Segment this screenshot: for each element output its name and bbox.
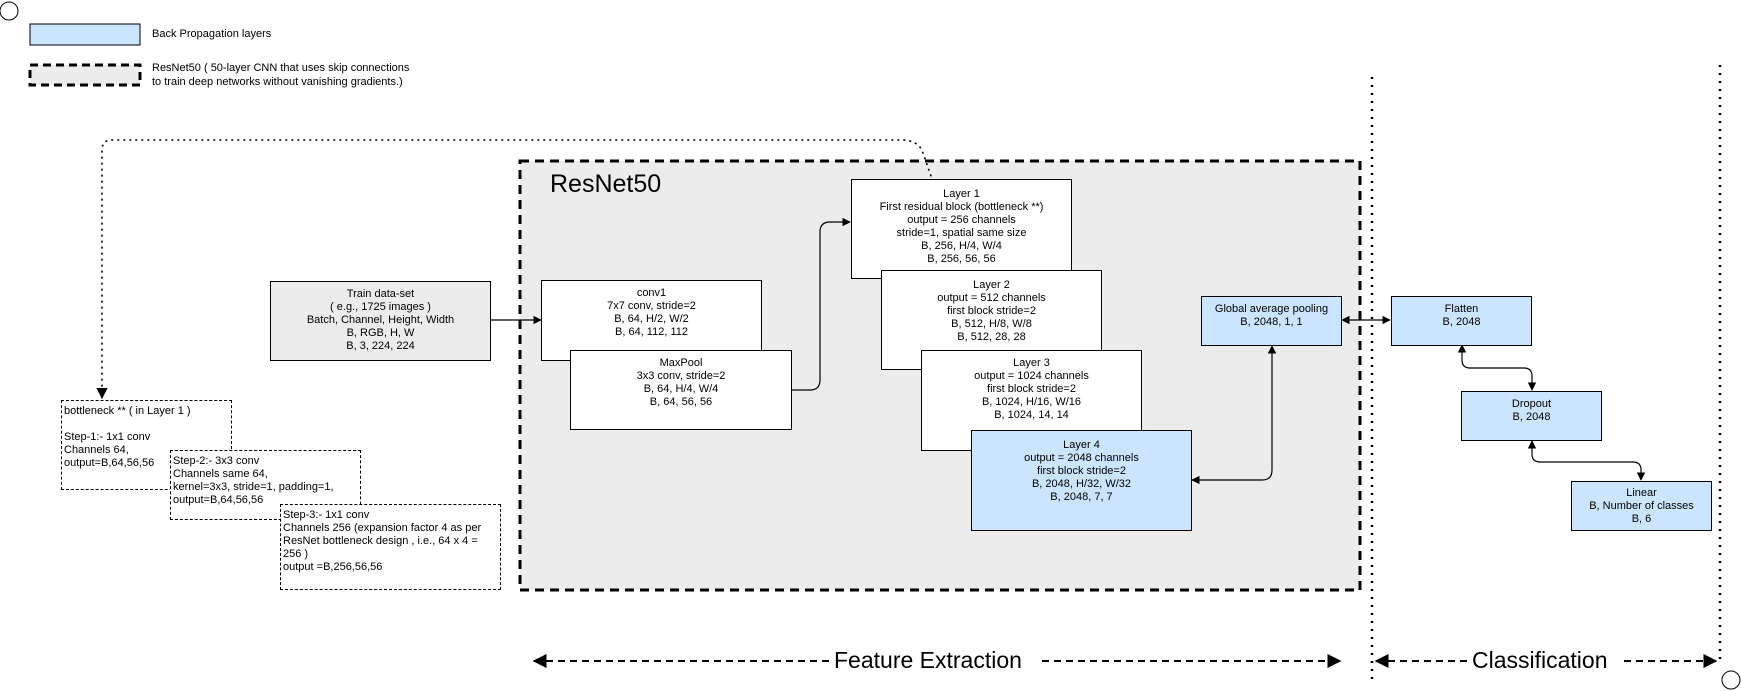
flatten-line-1: Flatten bbox=[1444, 303, 1479, 315]
layer3-line-1: Layer 3 bbox=[1013, 357, 1050, 369]
flatten-to-dropout-arrow bbox=[1457, 344, 1537, 391]
layer2-line-5: B, 512, 28, 28 bbox=[957, 331, 1026, 343]
layer2-line-3: first block stride=2 bbox=[947, 305, 1036, 317]
step3-line-1: Step-3:- 1x1 conv bbox=[283, 509, 370, 521]
layer4-line-1: Layer 4 bbox=[1063, 439, 1100, 451]
maxpool-line-1: MaxPool bbox=[659, 357, 703, 369]
maxpool-line-2: 3x3 conv, stride=2 bbox=[636, 370, 726, 382]
dropout-line-2: B, 2048 bbox=[1512, 411, 1551, 423]
gap-line-2: B, 2048, 1, 1 bbox=[1240, 316, 1303, 328]
layer1-line-1: Layer 1 bbox=[943, 188, 980, 200]
legend-blue-label: Back Propagation layers bbox=[152, 28, 272, 40]
layer2-line-1: Layer 2 bbox=[973, 279, 1010, 291]
bottleneck-line-2 bbox=[64, 418, 229, 431]
layer2-line-2: output = 512 channels bbox=[937, 292, 1046, 304]
step2-line-4: output=B,64,56,56 bbox=[173, 494, 264, 506]
step3-line-4: 256 ) bbox=[283, 548, 309, 560]
maxpool-line-4: B, 64, 56, 56 bbox=[649, 396, 713, 408]
layer4-node: Layer 4 output = 2048 channels first blo… bbox=[971, 430, 1192, 531]
gap-line-1: Global average pooling bbox=[1214, 303, 1329, 315]
step3-note: Step-3:- 1x1 conv Channels 256 (expansio… bbox=[280, 504, 501, 590]
layer3-line-3: first block stride=2 bbox=[987, 383, 1076, 395]
conv1-line-3: B, 64, H/2, W/2 bbox=[614, 313, 689, 325]
linear-line-2: B, Number of classes bbox=[1589, 500, 1694, 512]
step2-line-3: kernel=3x3, stride=1, padding=1, bbox=[173, 481, 334, 493]
flatten-line-2: B, 2048 bbox=[1442, 316, 1481, 328]
bottleneck-line-1: bottleneck ** ( in Layer 1 ) bbox=[64, 405, 191, 417]
maxpool-line-3: B, 64, H/4, W/4 bbox=[643, 383, 719, 395]
legend-resnet-line2: to train deep networks without vanishing… bbox=[152, 76, 403, 88]
layer4-line-4: B, 2048, H/32, W/32 bbox=[1031, 478, 1132, 490]
layer2-line-4: B, 512, H/8, W/8 bbox=[951, 318, 1032, 330]
train-line-2: ( e.g., 1725 images ) bbox=[330, 301, 431, 313]
conv1-line-4: B, 64, 112, 112 bbox=[615, 326, 688, 338]
layer1-line-6: B, 256, 56, 56 bbox=[927, 253, 996, 265]
layer3-line-5: B, 1024, 14, 14 bbox=[994, 409, 1069, 421]
step2-line-1: Step-2:- 3x3 conv bbox=[173, 455, 260, 467]
bottleneck-line-4: Channels 64, bbox=[64, 444, 129, 456]
layer1-line-2: First residual block (bottleneck **) bbox=[879, 201, 1044, 213]
layer1-node: Layer 1 First residual block (bottleneck… bbox=[851, 179, 1072, 279]
train-line-5: B, 3, 224, 224 bbox=[346, 340, 415, 352]
train-line-1: Train data-set bbox=[346, 288, 415, 300]
conv1-node: conv1 7x7 conv, stride=2 B, 64, H/2, W/2… bbox=[541, 280, 762, 361]
layer1-line-3: output = 256 channels bbox=[907, 214, 1016, 226]
dropout-line-1: Dropout bbox=[1511, 398, 1552, 410]
bottleneck-link-arrow bbox=[96, 139, 934, 400]
classification-label: Classification bbox=[1472, 647, 1608, 673]
step2-line-2: Channels same 64, bbox=[173, 468, 268, 480]
bottleneck-line-3: Step-1:- 1x1 conv bbox=[64, 431, 151, 443]
flatten-node: Flatten B, 2048 bbox=[1391, 296, 1532, 346]
global-average-pooling-node: Global average pooling B, 2048, 1, 1 bbox=[1201, 296, 1342, 346]
layer4-line-5: B, 2048, 7, 7 bbox=[1050, 491, 1113, 503]
conv1-line-2: 7x7 conv, stride=2 bbox=[607, 300, 696, 312]
layer4-to-gap-arrow bbox=[1191, 345, 1277, 485]
layer4-line-2: output = 2048 channels bbox=[1024, 452, 1139, 464]
maxpool-node: MaxPool 3x3 conv, stride=2 B, 64, H/4, W… bbox=[570, 350, 792, 430]
layer3-line-4: B, 1024, H/16, W/16 bbox=[981, 396, 1082, 408]
linear-node: Linear B, Number of classes B, 6 bbox=[1571, 481, 1712, 531]
feature-extraction-label: Feature Extraction bbox=[834, 647, 1022, 673]
dropout-to-linear-arrow bbox=[1527, 440, 1646, 481]
conv1-line-1: conv1 bbox=[636, 287, 667, 299]
step3-line-5: output =B,256,56,56 bbox=[283, 561, 383, 573]
bottleneck-line-5: output=B,64,56,56 bbox=[64, 457, 155, 469]
corner-circle-bottom-right bbox=[1721, 670, 1741, 690]
step3-line-2: Channels 256 (expansion factor 4 as per bbox=[283, 522, 482, 534]
train-line-3: Batch, Channel, Height, Width bbox=[306, 314, 455, 326]
legend-dashed-swatch bbox=[28, 63, 142, 87]
legend-blue-swatch bbox=[29, 23, 141, 46]
train-line-4: B, RGB, H, W bbox=[346, 327, 415, 339]
layer4-line-3: first block stride=2 bbox=[1037, 465, 1126, 477]
layer1-line-4: stride=1, spatial same size bbox=[896, 227, 1027, 239]
maxpool-to-layer1-arrow bbox=[792, 217, 851, 391]
layer1-line-5: B, 256, H/4, W/4 bbox=[921, 240, 1002, 252]
linear-line-3: B, 6 bbox=[1631, 513, 1652, 525]
resnet50-title: ResNet50 bbox=[550, 170, 662, 198]
step3-line-3: ResNet bottleneck design , i.e., 64 x 4 … bbox=[283, 535, 478, 547]
corner-circle-top-left bbox=[0, 1, 19, 21]
linear-line-1: Linear bbox=[1626, 487, 1657, 499]
layer3-line-2: output = 1024 channels bbox=[974, 370, 1089, 382]
legend-resnet-line1: ResNet50 ( 50-layer CNN that uses skip c… bbox=[152, 62, 410, 74]
train-dataset-node: Train data-set ( e.g., 1725 images ) Bat… bbox=[270, 281, 491, 361]
dropout-node: Dropout B, 2048 bbox=[1461, 391, 1602, 441]
